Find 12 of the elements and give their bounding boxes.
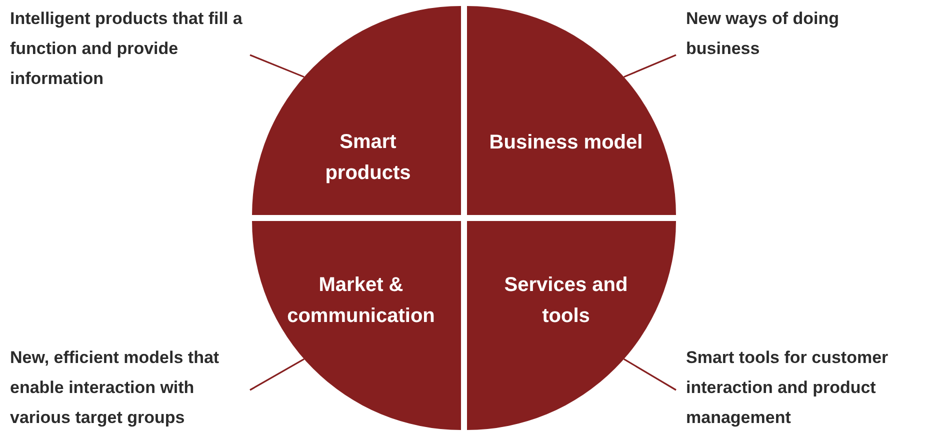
leader-line [624, 358, 676, 391]
description-text: New, efficient models that enable interaction with various target groups [10, 347, 220, 429]
description-text: Smart tools for customer interaction and product management [686, 347, 890, 429]
description-text: New ways of doing business [686, 8, 840, 60]
segment-label: Smart products [324, 130, 412, 186]
leader-line [250, 54, 304, 78]
segment-label: Business model [488, 130, 644, 156]
description-text: Intelligent products that fill a function and provide information [10, 8, 244, 90]
leader-line [250, 358, 304, 391]
leader-line [624, 54, 676, 78]
segment-label: Services and tools [503, 273, 629, 329]
segment-label: Market & communication [286, 273, 436, 329]
